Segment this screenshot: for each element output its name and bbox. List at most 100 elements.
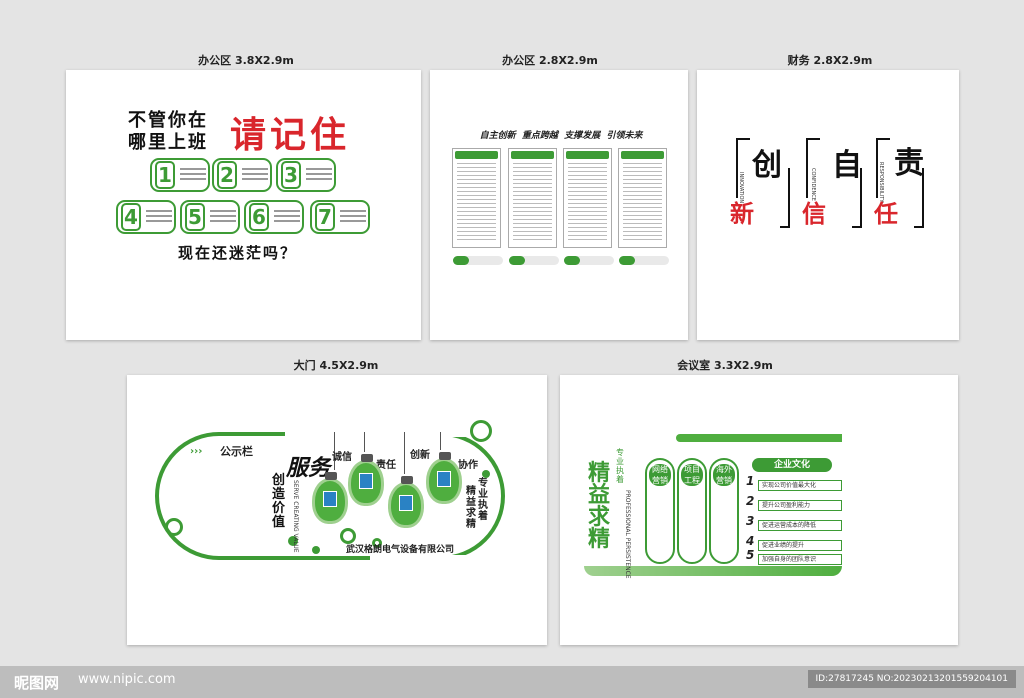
char-chuang: 创: [752, 148, 782, 183]
headline-red: 请记住: [230, 115, 351, 156]
avatar: [323, 491, 337, 507]
board-label: 公示栏: [220, 445, 253, 458]
char-ren: 任: [874, 199, 898, 228]
english-innovation: INNOVATION: [738, 172, 744, 204]
label-meeting: 会议室 3.3X2.9m: [677, 359, 773, 372]
pill-network: 网络营销: [645, 458, 675, 564]
decor-dot: [312, 546, 320, 554]
pill-label: 项目工程: [681, 464, 703, 486]
oval-frame-cover: [285, 425, 495, 437]
tag-3: [564, 256, 614, 265]
decor-ring: [470, 420, 492, 442]
word-chengxin: 诚信: [332, 452, 352, 463]
fuwu: 服务: [286, 455, 331, 481]
oval-frame-cover: [370, 555, 500, 567]
panel-office-1: 不管你在 哪里上班 请记住 1 2 3 4 5 6 7 现在还迷茫吗？: [66, 70, 421, 340]
word-xiezuo: 协作: [458, 460, 478, 471]
decor-ring: [340, 528, 356, 544]
image-id: ID:27817245 NO:20230213201559204101: [807, 670, 1016, 688]
info-board-3: [563, 148, 612, 248]
top-swoosh: [676, 434, 842, 442]
right-slogan-2: 精益求精: [466, 486, 476, 530]
avatar: [437, 471, 451, 487]
culture-title: 企业文化: [752, 458, 832, 472]
pill-overseas: 海外营销: [709, 458, 739, 564]
slogan: 自主创新 重点跨越 支撑发展 引领未来: [479, 131, 643, 141]
bracket: [736, 138, 750, 198]
tile-7: 7: [310, 200, 370, 234]
bracket: [914, 168, 924, 228]
bulb-3: [388, 476, 424, 528]
tag-2: [509, 256, 559, 265]
chuangzao: 创造价值: [272, 473, 286, 530]
headline-line1: 不管你在: [128, 110, 208, 131]
tile-5: 5: [180, 200, 240, 234]
bracket: [852, 168, 862, 228]
company-name: 武汉格朗电气设备有限公司: [346, 545, 455, 555]
bulb-1: [312, 472, 348, 524]
pill-label: 网络营销: [649, 464, 671, 486]
pill-label: 海外营销: [713, 464, 735, 486]
bracket: [780, 168, 790, 228]
item-text: 促进运营成本的降低: [758, 520, 842, 531]
char-xin: 新: [730, 199, 754, 228]
tile-number: 1: [155, 161, 175, 189]
label-office-2: 办公区 2.8X2.9m: [502, 54, 598, 67]
char-xin2: 信: [802, 199, 826, 228]
item-text: 实现公司价值最大化: [758, 480, 842, 491]
english-serve: SERVE CREATING VALUE: [292, 480, 299, 553]
char-ze: 责: [894, 146, 924, 181]
panel-finance: [697, 70, 959, 340]
bracket: [806, 138, 820, 198]
word-chuangxin: 创新: [410, 450, 430, 461]
tag-1: [453, 256, 503, 265]
bottom-swoosh: [584, 566, 842, 576]
info-board-1: [452, 148, 501, 248]
tile-4: 4: [116, 200, 176, 234]
tile-1: 1: [150, 158, 210, 192]
item-number: 3: [746, 514, 755, 528]
bulb-4: [426, 452, 462, 504]
label-office-1: 办公区 3.8X2.9m: [198, 54, 294, 67]
tile-3: 3: [276, 158, 336, 192]
label-finance: 财务 2.8X2.9m: [787, 54, 873, 67]
item-text: 促进业绩的提升: [758, 540, 842, 551]
chevrons: ›››: [190, 446, 203, 457]
pill-project: 项目工程: [677, 458, 707, 564]
decor-dot: [482, 470, 490, 478]
info-board-2: [508, 148, 557, 248]
decor-ring: [372, 538, 382, 548]
tile-2: 2: [212, 158, 272, 192]
label-gate: 大门 4.5X2.9m: [293, 359, 379, 372]
info-board-4: [618, 148, 667, 248]
avatar: [399, 495, 413, 511]
right-slogan-1: 专业执着: [478, 478, 488, 522]
item-number: 2: [746, 494, 755, 508]
decor-ring: [165, 518, 183, 536]
watermark-url: www.nipic.com: [78, 672, 176, 687]
headline-line2: 哪里上班: [128, 132, 208, 153]
tile-number: 4: [121, 203, 141, 231]
char-zi: 自: [832, 148, 862, 183]
brand-english: PROFESSIONAL PERSISTENCE: [624, 490, 631, 579]
item-text: 提升公司盈利能力: [758, 500, 842, 511]
avatar: [359, 473, 373, 489]
bulb-2: [348, 454, 384, 506]
bracket: [876, 138, 890, 198]
english-responsibility: RESPONSIBILITY: [878, 162, 884, 203]
wire: [404, 432, 405, 474]
tag-4: [619, 256, 669, 265]
tile-number: 3: [281, 161, 301, 189]
tile-number: 6: [249, 203, 269, 231]
tile-number: 5: [185, 203, 205, 231]
tile-6: 6: [244, 200, 304, 234]
item-number: 5: [746, 548, 755, 562]
wire: [364, 432, 365, 452]
item-number: 1: [746, 474, 755, 488]
bottom-question: 现在还迷茫吗？: [178, 244, 298, 262]
wire: [440, 432, 441, 450]
word-zeren: 责任: [376, 460, 396, 471]
english-confidence: CONFIDENCE: [810, 168, 816, 201]
decor-dot: [288, 536, 298, 546]
brand-sub: 专业执着: [616, 448, 624, 484]
